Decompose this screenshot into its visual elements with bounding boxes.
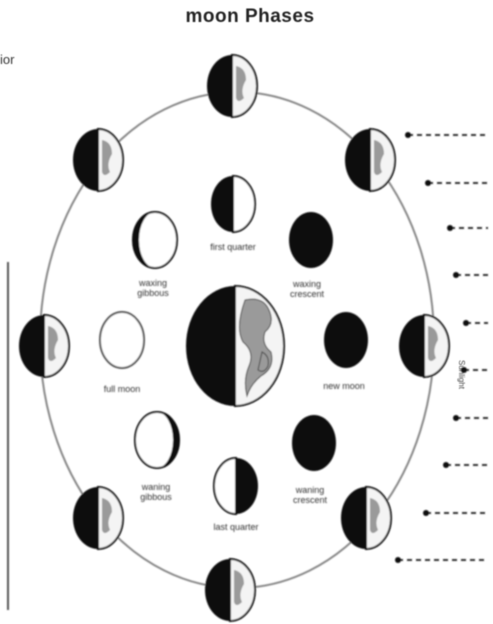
label-waning-crescent-1: waning <box>295 485 325 495</box>
phase-waxing-gibbous <box>133 212 177 268</box>
label-waning-gibbous-2: gibbous <box>140 492 172 502</box>
outer-moon-upper-left <box>73 129 123 191</box>
outer-moon-right <box>399 315 449 377</box>
label-waxing-gibbous-1: waxing <box>138 278 167 288</box>
label-waxing-crescent-2: crescent <box>290 289 325 299</box>
label-last-quarter: last quarter <box>213 522 258 532</box>
outer-moon-lower-left <box>73 487 123 549</box>
label-waxing-gibbous-2: gibbous <box>137 288 169 298</box>
outer-moon-upper-right <box>345 129 395 191</box>
label-new-moon: new moon <box>323 381 365 391</box>
label-waxing-crescent-1: waxing <box>292 279 321 289</box>
label-first-quarter: first quarter <box>210 242 256 252</box>
label-waning-gibbous-1: waning <box>141 482 171 492</box>
phase-waning-crescent <box>292 415 336 471</box>
outer-moon-left <box>19 315 69 377</box>
label-full-moon: full moon <box>104 384 141 394</box>
phase-full-moon <box>100 312 144 368</box>
phase-first-quarter <box>211 176 255 232</box>
label-waning-crescent-2: crescent <box>293 495 328 505</box>
phase-waning-gibbous <box>135 412 179 468</box>
phase-waxing-crescent <box>289 212 333 268</box>
earth <box>186 286 284 406</box>
phase-new-moon <box>324 312 368 368</box>
outer-moon-bottom <box>205 559 255 621</box>
outer-moon-lower-right <box>341 487 391 549</box>
outer-moon-top <box>207 55 257 117</box>
phase-last-quarter <box>214 458 258 514</box>
